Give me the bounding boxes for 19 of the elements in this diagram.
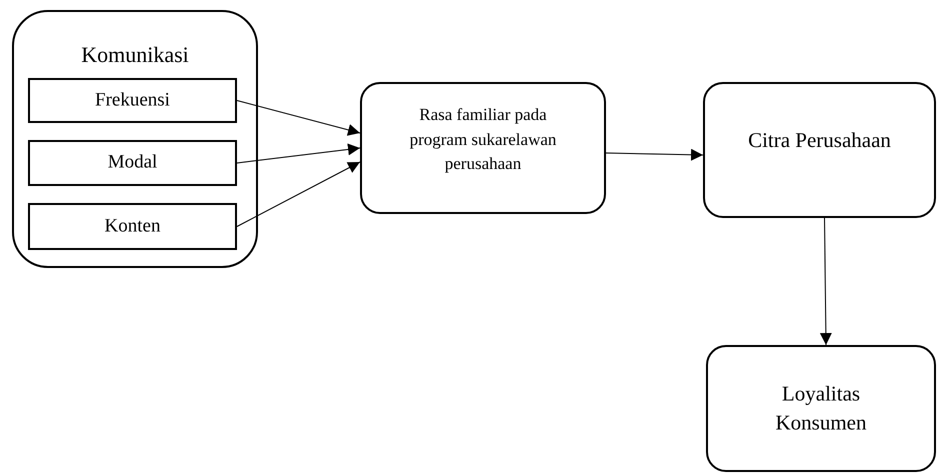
process-box [706,345,936,472]
factor-box [28,203,237,250]
factor-box [28,140,237,186]
arrow [236,162,360,227]
group-box [12,10,258,268]
node-label: Rasa familiar pada program sukarelawan perusahaan [408,104,558,176]
factor-box [28,78,237,123]
node-label: Modal [106,152,158,174]
arrow [820,218,832,346]
node-label: Komunikasi [80,42,190,68]
node-label: Konten [104,215,162,238]
node-label: Frekuensi [94,89,171,112]
process-box [360,82,606,214]
node-label: Citra Perusahaan [747,128,892,154]
arrow [236,100,360,136]
node-label: Loyalitas Konsumen [774,380,868,436]
arrow [606,148,704,161]
process-box [703,82,936,218]
arrow [236,144,360,164]
